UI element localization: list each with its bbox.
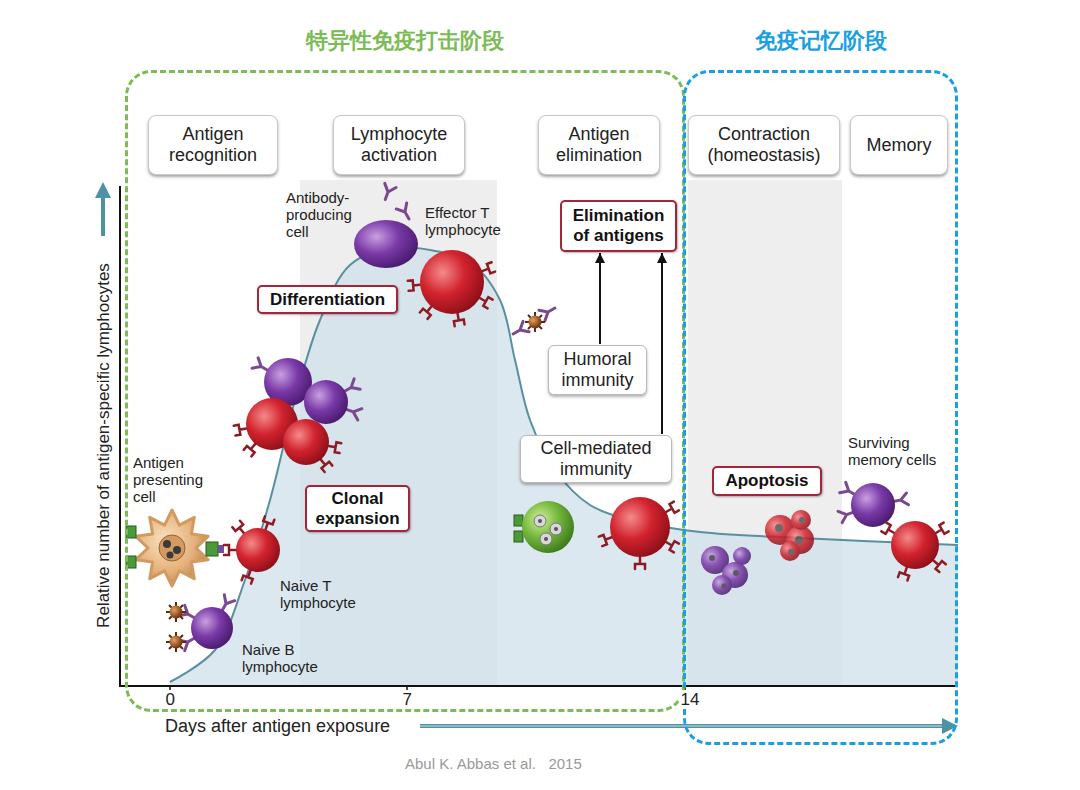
naive-t-cell [224,516,280,583]
antibody-producing-cell [354,183,418,268]
cell-label: Antigen presenting cell [133,455,225,505]
outcome-box: Elimination of antigens [560,200,677,252]
cell-label: Naive B lymphocyte [242,642,342,676]
phase-region: 特异性免疫打击阶段Antigen recognitionLymphocyte a… [125,70,685,712]
citation: Abul K. Abbas et al. 2015 [405,756,582,773]
axes [119,186,958,691]
process-box: Apoptosis [712,466,822,496]
box-label: Differentiation [270,290,385,310]
phase-region: 免疫记忆阶段Contraction (homeostasis)MemoryApo… [683,70,958,745]
box-label: Lymphocyte activation [340,124,458,165]
memory-b-cell [838,482,908,527]
stage-header: Antigen elimination [538,115,660,175]
tick-label: 7 [401,690,414,709]
box-label: Antigen recognition [155,124,271,165]
response-curve [170,247,958,682]
region-title: 特异性免疫打击阶段 [88,28,722,54]
stage-header: Memory [850,115,948,175]
neutralized-antigen [510,303,558,339]
mechanism-box: Humoral immunity [548,345,647,395]
cell-label: Surviving memory cells [848,435,954,469]
cell-label: Naive T lymphocyte [280,578,380,612]
curve-area [170,247,958,686]
proliferating-cells [234,358,362,472]
box-label: Contraction (homeostasis) [695,124,833,165]
stage-header: Contraction (homeostasis) [688,115,840,175]
cell-label: Effector T lymphocyte [425,205,525,239]
box-label: Humoral immunity [555,349,640,390]
cytotoxic-t-cell [599,497,679,569]
arrow-connector [661,253,663,434]
axis-title: Days after antigen exposure [165,716,390,736]
infected-cell [514,501,574,553]
effector-t-cell [408,250,495,326]
stage-header: Lymphocyte activation [333,115,465,175]
region-title: 免疫记忆阶段 [646,28,995,54]
stage-header: Antigen recognition [148,115,278,175]
box-label: Apoptosis [725,471,808,491]
apoptotic-cell [701,546,751,595]
axis-arrow [95,182,958,734]
antigen-presenting-cell [126,510,224,586]
box-label: Cell-mediated immunity [527,438,665,479]
naive-b-cell [179,595,235,651]
apoptotic-cell [765,510,814,561]
process-box: Clonal expansion [305,485,410,532]
process-box: Differentiation [257,285,398,314]
mechanism-box: Cell-mediated immunity [520,435,672,483]
tick-label: 14 [679,690,702,709]
box-label: Memory [866,135,931,156]
box-label: Elimination of antigens [567,206,670,245]
axis-title: Relative number of antigen-specific lymp… [93,263,112,628]
box-label: Antigen elimination [545,124,653,165]
box-label: Clonal expansion [312,489,403,528]
memory-t-cell [881,521,948,581]
cell-label: Antibody-producing cell [286,190,358,240]
tick-label: 0 [164,690,177,709]
arrow-connector [599,253,601,344]
